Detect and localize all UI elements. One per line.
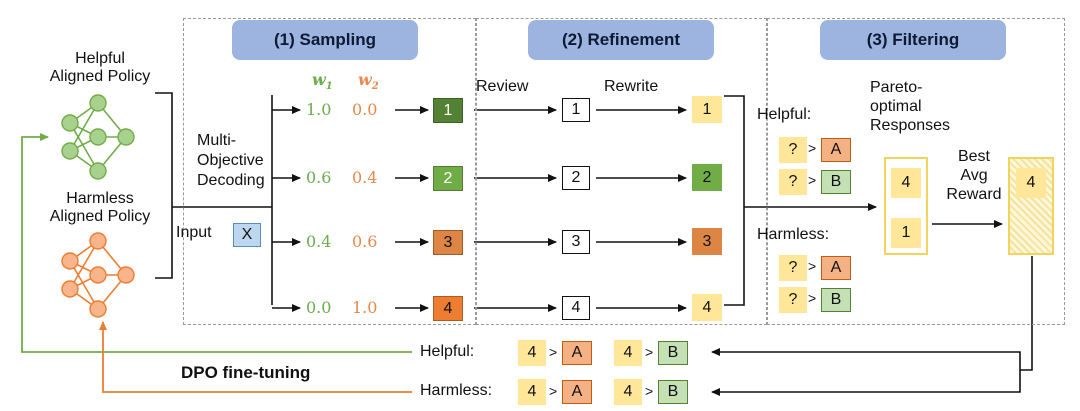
w1-header: w1 xyxy=(312,70,333,93)
harmless-policy-label: Harmless Aligned Policy xyxy=(49,190,151,226)
filter-question-mark: ? xyxy=(779,287,807,313)
sample-box-1: 1 xyxy=(433,98,463,123)
feedback-gt-b: > xyxy=(645,344,654,360)
best-to-feedback xyxy=(1020,256,1033,371)
feedback-chosen-b: 4 xyxy=(614,340,642,366)
feedback-option-a: A xyxy=(562,380,592,404)
filter-gt-sign: > xyxy=(808,140,817,156)
sample-box-4: 4 xyxy=(433,296,463,321)
filter-helpful-label: Helpful: xyxy=(757,106,812,123)
harmless-network-icon xyxy=(61,232,135,318)
filter-option-b: B xyxy=(821,170,851,194)
pareto-item-4: 4 xyxy=(891,168,921,198)
sample-box-3: 3 xyxy=(433,230,463,255)
rewrite-label: Rewrite xyxy=(604,78,659,95)
feedback-harmless-arrow xyxy=(711,370,1021,396)
best-reward-label: Best Avg Reward xyxy=(946,148,1002,203)
refinement-section xyxy=(476,18,767,325)
phase-sampling: (1) Sampling xyxy=(232,20,418,60)
input-box: X xyxy=(233,223,261,247)
feedback-helpful-arrow xyxy=(711,348,1021,370)
feedback-chosen-b: 4 xyxy=(614,379,642,405)
decoding-label: Multi- Objective Decoding xyxy=(197,132,265,189)
feedback-gt-a: > xyxy=(549,344,558,360)
feedback-chosen-a: 4 xyxy=(518,340,546,366)
filter-gt-sign: > xyxy=(808,290,817,306)
weight-w1-value: 0.6 xyxy=(306,168,332,187)
sampling-section xyxy=(183,18,476,325)
pareto-label: Pareto- optimal Responses xyxy=(870,79,951,135)
gather-brace xyxy=(724,95,745,306)
dpo-label: DPO fine-tuning xyxy=(181,363,311,382)
best-item: 4 xyxy=(1016,168,1046,198)
helpful-policy-label: Helpful Aligned Policy xyxy=(49,50,151,86)
phase-refinement: (2) Refinement xyxy=(528,20,714,60)
weight-w1-value: 0.0 xyxy=(306,298,332,317)
filter-question-mark: ? xyxy=(779,137,807,163)
weight-w1-value: 1.0 xyxy=(306,100,332,119)
reviewed-box-1: 1 xyxy=(562,98,590,122)
feedback-option-b: B xyxy=(658,380,688,404)
pareto-frame xyxy=(884,157,928,255)
reviewed-box-2: 2 xyxy=(562,166,590,190)
input-label: Input xyxy=(176,224,212,241)
feedback-gt-b: > xyxy=(645,383,654,399)
dpo-harmless-loop xyxy=(99,321,412,393)
rewritten-box-2: 2 xyxy=(692,164,722,191)
reviewed-box-4: 4 xyxy=(562,296,590,320)
feedback-harmless-label: Harmless: xyxy=(420,382,493,399)
sample-box-2: 2 xyxy=(433,166,463,191)
policy-brace xyxy=(155,92,173,279)
weight-w2-value: 0.4 xyxy=(352,168,378,187)
review-label: Review xyxy=(476,78,529,95)
feedback-helpful-label: Helpful: xyxy=(420,343,475,360)
filter-gt-sign: > xyxy=(808,258,817,274)
pareto-item-1: 1 xyxy=(891,218,921,248)
helpful-network-icon xyxy=(61,94,135,180)
feedback-chosen-a: 4 xyxy=(518,379,546,405)
filter-question-mark: ? xyxy=(779,169,807,195)
weight-w2-value: 1.0 xyxy=(352,298,378,317)
w2-header: w2 xyxy=(358,70,379,93)
filter-option-a: A xyxy=(821,256,851,280)
feedback-gt-a: > xyxy=(549,383,558,399)
weight-w2-value: 0.6 xyxy=(352,232,378,251)
filter-option-a: A xyxy=(821,138,851,162)
weight-w2-value: 0.0 xyxy=(352,100,378,119)
feedback-option-a: A xyxy=(562,341,592,365)
filter-harmless-label: Harmless: xyxy=(757,226,830,243)
reviewed-box-3: 3 xyxy=(562,230,590,254)
rewritten-box-1: 1 xyxy=(692,96,722,123)
filter-gt-sign: > xyxy=(808,172,817,188)
dpo-helpful-loop xyxy=(21,133,412,353)
weight-w1-value: 0.4 xyxy=(306,232,332,251)
rewritten-box-4: 4 xyxy=(692,294,722,321)
feedback-option-b: B xyxy=(658,341,688,365)
phase-filtering: (3) Filtering xyxy=(820,20,1006,60)
filter-question-mark: ? xyxy=(779,255,807,281)
rewritten-box-3: 3 xyxy=(692,228,722,255)
filtering-section xyxy=(767,18,1065,325)
filter-option-b: B xyxy=(821,288,851,312)
